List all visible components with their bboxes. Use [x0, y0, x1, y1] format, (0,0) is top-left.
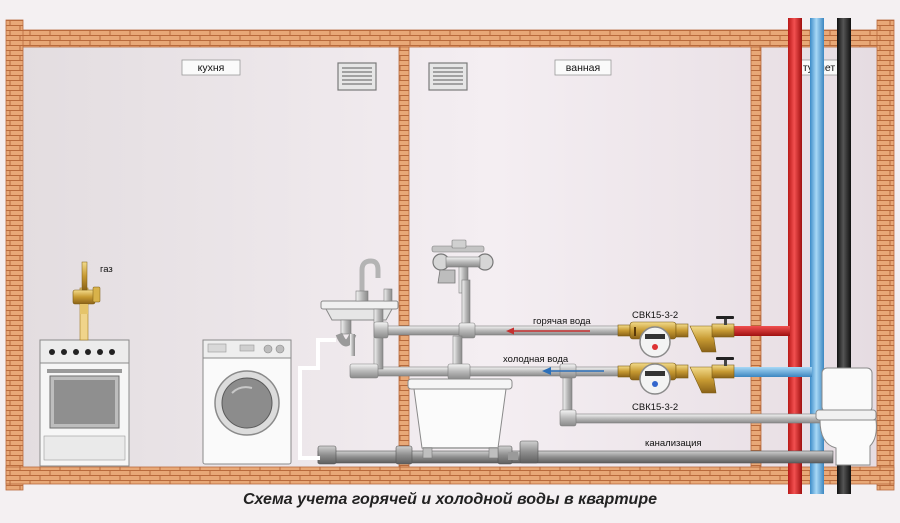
washer-drain-hose — [298, 338, 330, 460]
hot-meter-label: СВК15-3-2 — [632, 310, 678, 321]
cold-valve-handle — [716, 357, 734, 360]
diagram-caption: Схема учета горячей и холодной воды в кв… — [243, 491, 657, 508]
gas-stove — [39, 339, 130, 467]
gas-valve-handle — [92, 286, 101, 303]
cold-meter-dial — [639, 363, 671, 395]
hot-branch — [733, 326, 790, 336]
cold-flow-arrow — [542, 367, 604, 375]
bathtub — [407, 378, 518, 460]
hot-flow-arrow — [506, 327, 590, 335]
hot-meter-dial — [639, 326, 671, 358]
hot-filter — [689, 325, 717, 353]
room-label-kitchen: кухня — [181, 59, 241, 76]
cold-water-label: холодная вода — [503, 354, 569, 365]
hot-valve-handle — [716, 316, 734, 319]
vent-grille-kitchen — [337, 62, 377, 91]
washing-machine — [202, 339, 292, 465]
kitchen-faucet — [349, 258, 393, 379]
cold-meter-assembly — [617, 357, 735, 395]
gas-label: газ — [100, 264, 113, 275]
vent-grille-bathroom — [428, 62, 468, 91]
hot-meter-assembly — [617, 316, 735, 358]
hot-water-pipe — [375, 325, 633, 336]
kitchen-label: кухня — [198, 62, 225, 74]
toilet — [815, 367, 877, 466]
sewage-label: канализация — [645, 438, 702, 449]
cold-meter-label: СВК15-3-2 — [632, 402, 678, 413]
room-label-bathroom: ванная — [554, 59, 612, 76]
bathroom-label: ванная — [566, 62, 600, 74]
hot-water-label: горячая вода — [533, 316, 591, 327]
gas-pipe — [72, 261, 101, 341]
cold-riser — [810, 18, 824, 494]
bath-faucet — [431, 239, 494, 380]
cold-branch — [733, 367, 812, 377]
cold-filter — [689, 366, 717, 394]
brick-walls — [5, 19, 895, 491]
